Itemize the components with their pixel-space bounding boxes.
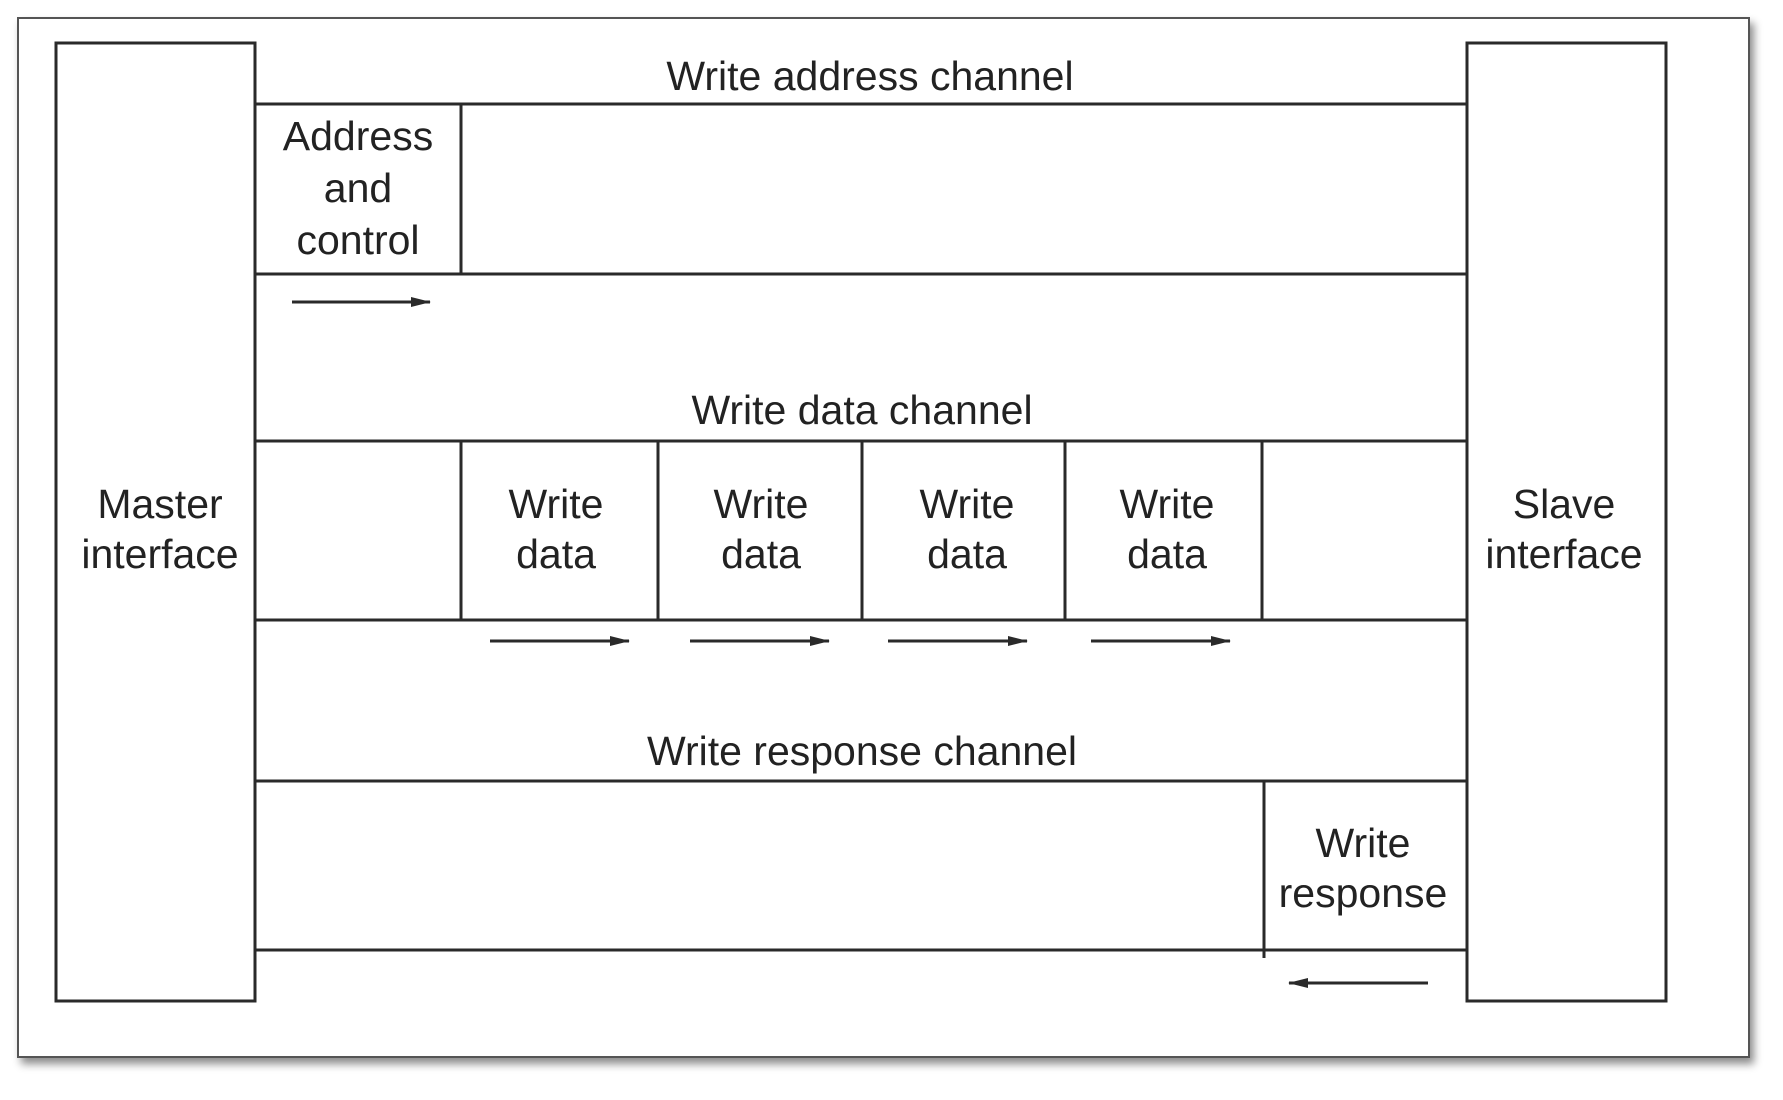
write-data-beat-2-line-1: Write xyxy=(714,481,809,527)
write-data-beat-4-line-2: data xyxy=(1127,531,1207,577)
write-data-beat-1-line-1: Write xyxy=(509,481,604,527)
write-data-beat-4-line-1: Write xyxy=(1120,481,1215,527)
write-data-beat-2-line-2: data xyxy=(721,531,801,577)
address-control-label-line-1: Address xyxy=(283,113,433,159)
master-interface-label-line-2: interface xyxy=(81,531,238,577)
slave-interface-label-line-2: interface xyxy=(1485,531,1642,577)
master-interface-label-line-1: Master xyxy=(97,481,222,527)
write-response-label-line-2: response xyxy=(1279,870,1448,916)
write-address-channel-title: Write address channel xyxy=(666,53,1073,99)
address-control-label-line-3: control xyxy=(296,217,419,263)
write-data-beat-3-line-2: data xyxy=(927,531,1007,577)
write-data-channel-title: Write data channel xyxy=(691,387,1032,433)
address-control-label-line-2: and xyxy=(324,165,392,211)
slave-interface-box xyxy=(1465,41,1668,1003)
diagram-frame xyxy=(17,17,1750,1058)
slave-interface-label-line-1: Slave xyxy=(1513,481,1616,527)
write-response-channel-title: Write response channel xyxy=(647,728,1077,774)
write-response-label-line-1: Write xyxy=(1316,820,1411,866)
write-data-beat-1-line-2: data xyxy=(516,531,596,577)
write-data-beat-3-line-1: Write xyxy=(920,481,1015,527)
master-interface-box xyxy=(54,41,257,1003)
